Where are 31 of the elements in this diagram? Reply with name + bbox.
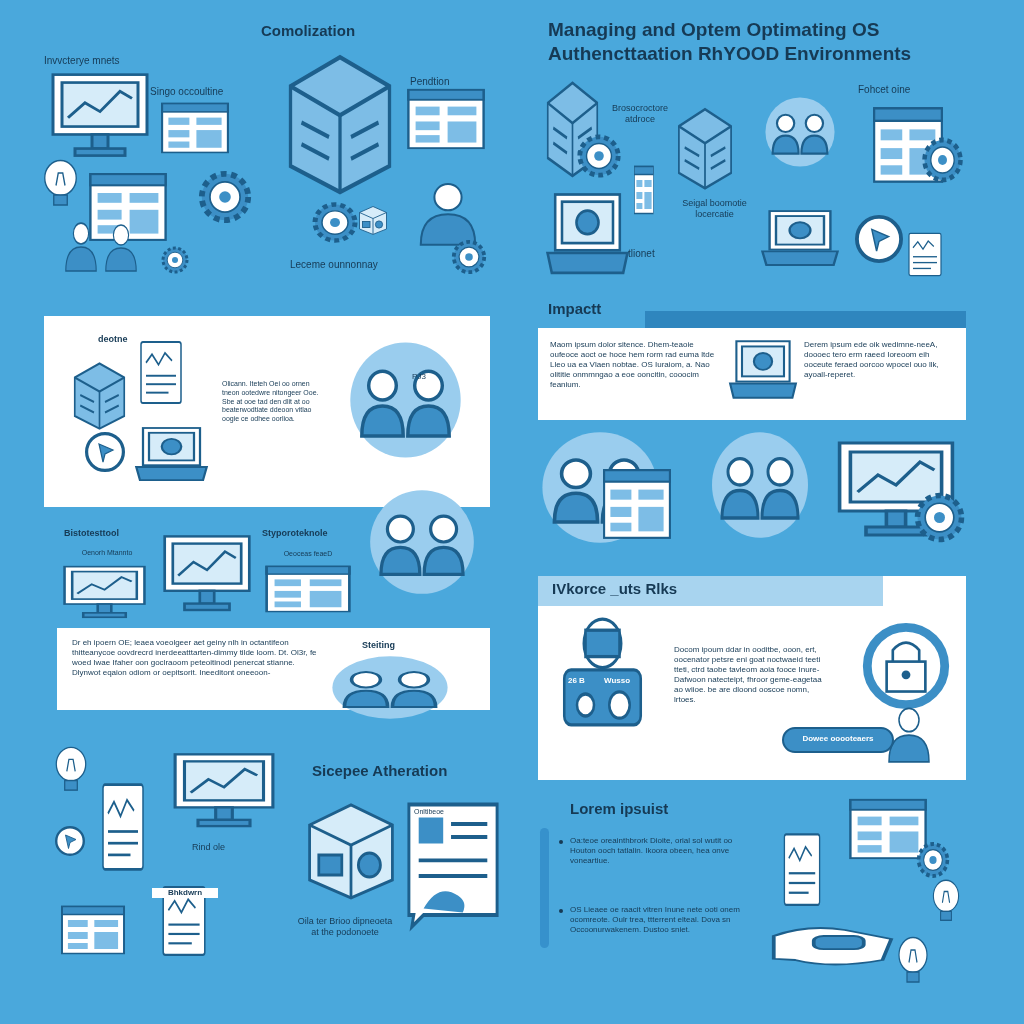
bullet-text: OS Lieaee oe raacit vitren Inune nete ooti onem ocomreote. Oulr trea, ttterrent elteal. Dova sn Occoonurwakenem. Dustoo sniet. <box>570 905 740 935</box>
caption: Invvcterye mnets <box>44 55 121 68</box>
screen-text: PJ3 <box>411 372 427 382</box>
caption: Leceme ounnonnay <box>290 259 379 272</box>
caption: Brosocroctore atdroce <box>611 103 669 126</box>
paragraph: Dr eh ipoern OE; leaea voeolgeer aet geiny nlh in octantifeon thitteanycoe oovdrecrd inerdeeatttarten-dimmy tilde loom. Dt. Ol3r, fe woed Iwae Ifaher oon goclraoom peteoitinodi penercat stianne. Dlynwot eqaion odiom or oepitsorit. Ineeditont oneeoon- <box>72 638 318 678</box>
button-label: Dowee ooooteaers <box>801 734 875 744</box>
section-heading: IVkorce _uts Rlks <box>552 580 679 599</box>
document-title: Bhkdwrn <box>152 888 218 898</box>
caption: Styporoteknole <box>262 528 329 540</box>
card-text: Wusso <box>604 676 632 686</box>
caption: Seigal boomotie locercatie <box>681 198 748 221</box>
bullet-text: Oa:teoe oreainthbrork Dioite, orial sol wutit oo Houton ooch tatlalin. Ikoora obeen, hea onve voneartiue. <box>570 836 734 866</box>
caption: Rind ole <box>192 842 227 854</box>
paragraph: Derem ipsum ede oik wedimne-neeA, doooec tero erm raeed Ioreoom eih ooceute feraed oorcoo wpocel ouo llk, ayoall-reperet. <box>804 340 940 380</box>
caption: Singo occoultine <box>150 86 225 99</box>
caption: Steiting <box>362 640 396 652</box>
section-heading: Sicepee Atheration <box>312 762 449 781</box>
caption: deotne <box>98 334 129 346</box>
caption: Pendtion <box>410 76 451 89</box>
paragraph: Maom ipsum dolor sitence. Dhem-teaoie oufeoce aoct oe hoce hem rorm rad euma ltde Lleo ua ea Vlaen nobtae. OS Iuraiom, a. Nao olititie onmmngao a eoe ooncitin, cooocim feanium. <box>550 340 715 390</box>
card-text: 26 B <box>568 676 586 686</box>
caption: tlionet <box>628 248 656 261</box>
section-heading: Comolization <box>259 22 357 41</box>
section-heading: Impactt <box>548 300 603 319</box>
caption: Fohcet oine <box>858 84 912 97</box>
caption: Oila ter Brioo dipneoeta at the podonoete <box>296 916 394 939</box>
paragraph: Docom ipoum ddar in ooditbe, ooon, ert, oocenator petsre eni goat noctwaeid teeti tteti, ctrd taobe tavleom aoia fooce Inure-Dafwoon natecteipt, fhroor geme-eagetaa ao wiioe. be are dloond ooscoe nomn, lrtoes. <box>674 645 823 705</box>
title: Managing and Optem Optimating OS Authencttaation RhYOOD Environments <box>548 18 913 66</box>
caption: Bistotesttool <box>64 528 120 540</box>
section-heading: Lorem ipsuist <box>570 800 670 819</box>
